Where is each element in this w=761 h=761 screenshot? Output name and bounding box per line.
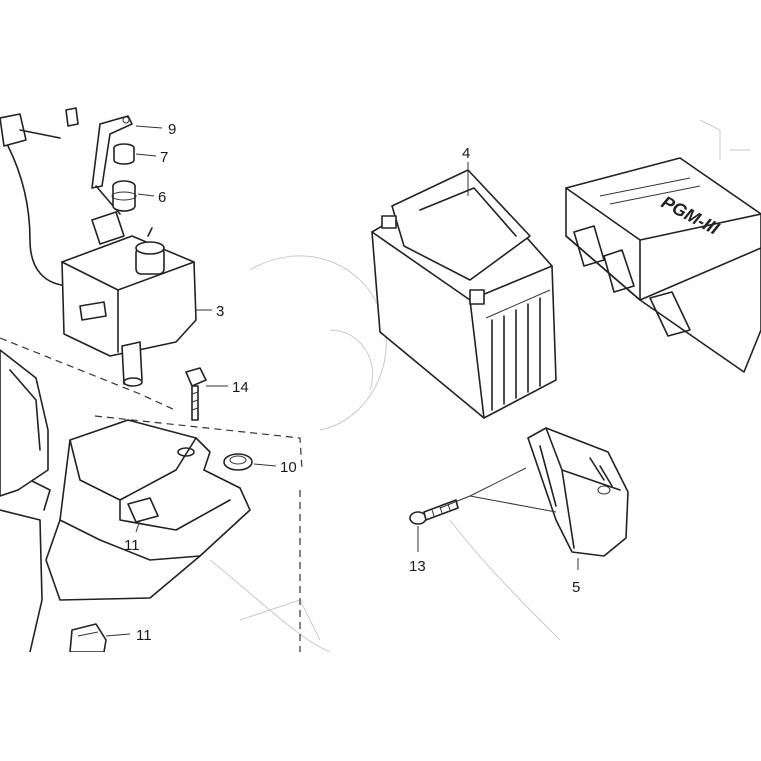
label-part-5: 5 xyxy=(572,579,580,596)
grommet-10-part xyxy=(223,453,253,471)
group-boundary-line xyxy=(0,337,176,411)
wire-connector xyxy=(0,75,79,287)
label-part-3: 3 xyxy=(216,303,224,320)
starter-relay-part xyxy=(61,211,197,387)
nut-11-lower xyxy=(69,623,107,653)
grommet-part xyxy=(111,180,137,212)
label-part-14: 14 xyxy=(232,379,249,396)
label-part-7: 7 xyxy=(160,149,168,166)
label-part-11-upper: 11 xyxy=(124,537,140,554)
top-margin xyxy=(0,0,761,104)
collar-part xyxy=(113,143,135,165)
side-cover-left xyxy=(0,349,49,653)
battery-band-part xyxy=(527,427,629,557)
label-part-6: 6 xyxy=(158,189,166,206)
label-part-11-lower: 11 xyxy=(136,627,152,644)
label-part-9: 9 xyxy=(168,121,176,138)
battery-part xyxy=(371,169,557,419)
label-part-4: 4 xyxy=(462,145,470,162)
bolt-13-part xyxy=(409,499,459,525)
bolt-14-part xyxy=(185,367,207,421)
bottom-margin xyxy=(0,652,761,761)
leader-lines xyxy=(105,125,579,637)
label-part-10: 10 xyxy=(280,459,297,476)
battery-tray-bracket xyxy=(29,419,251,601)
callout-labels: 9 7 6 3 4 14 10 11 11 13 5 xyxy=(124,121,580,644)
label-part-13: 13 xyxy=(409,558,426,575)
pgm-ecu-part: PGM-III xyxy=(565,157,761,373)
